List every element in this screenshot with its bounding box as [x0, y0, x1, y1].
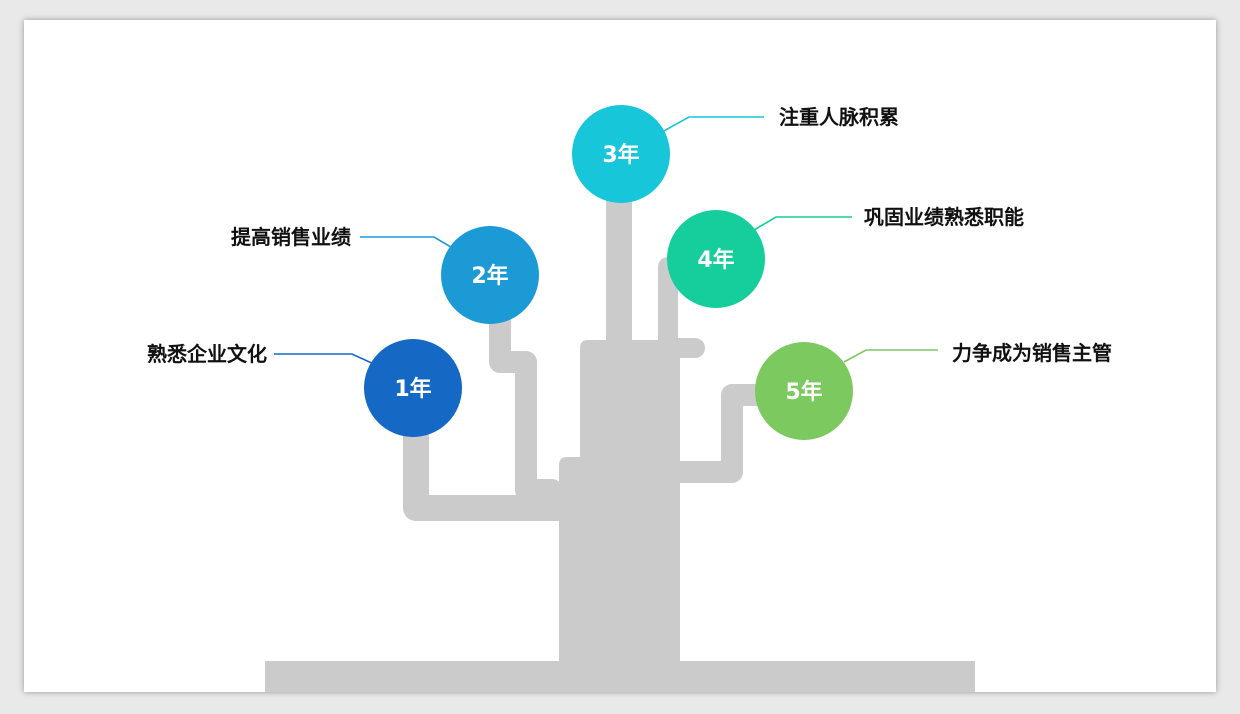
leader-line-year4 [753, 216, 852, 231]
milestone-year4: 4年 [667, 210, 765, 308]
leader-lines [274, 116, 938, 366]
milestone-description-year2: 提高销售业绩 [231, 225, 351, 249]
milestone-description-year4: 巩固业绩熟悉职能 [864, 205, 1024, 229]
leader-line-year3 [661, 116, 764, 133]
branch-year5 [663, 384, 775, 483]
growth-tree-diagram: 1年 2年 3年 4年 5年 熟悉企业文化 提高销售业绩 注重人脉积累 巩固业绩… [147, 105, 1112, 692]
leader-line-year2 [360, 236, 457, 251]
milestone-circle [441, 226, 539, 324]
tree-base [265, 661, 975, 692]
slide: 1年 2年 3年 4年 5年 熟悉企业文化 提高销售业绩 注重人脉积累 巩固业绩… [24, 20, 1216, 692]
milestone-circle [364, 339, 462, 437]
milestone-year3: 3年 [572, 105, 670, 203]
milestone-descriptions: 熟悉企业文化 提高销售业绩 注重人脉积累 巩固业绩熟悉职能 力争成为销售主管 [147, 105, 1112, 366]
milestone-circle [572, 105, 670, 203]
milestone-year-label: 3年 [602, 142, 639, 168]
milestone-year-label: 5年 [785, 379, 822, 405]
branch-year1 [403, 419, 582, 521]
milestone-circle [755, 342, 853, 440]
branch-year2 [489, 309, 563, 501]
milestone-description-year3: 注重人脉积累 [779, 105, 899, 129]
milestone-year-label: 1年 [394, 376, 431, 402]
milestone-description-year1: 熟悉企业文化 [147, 342, 267, 366]
milestone-year-label: 2年 [471, 263, 508, 289]
tree-trunk [559, 200, 680, 661]
milestone-year-label: 4年 [697, 247, 734, 273]
milestone-year2: 2年 [441, 226, 539, 324]
tree [265, 200, 975, 692]
milestone-circle [667, 210, 765, 308]
leader-line-year1 [274, 353, 377, 366]
leader-line-year5 [843, 349, 938, 363]
milestone-year5: 5年 [755, 342, 853, 440]
milestone-year1: 1年 [364, 339, 462, 437]
milestone-description-year5: 力争成为销售主管 [952, 341, 1112, 365]
branch-year4 [658, 257, 705, 358]
